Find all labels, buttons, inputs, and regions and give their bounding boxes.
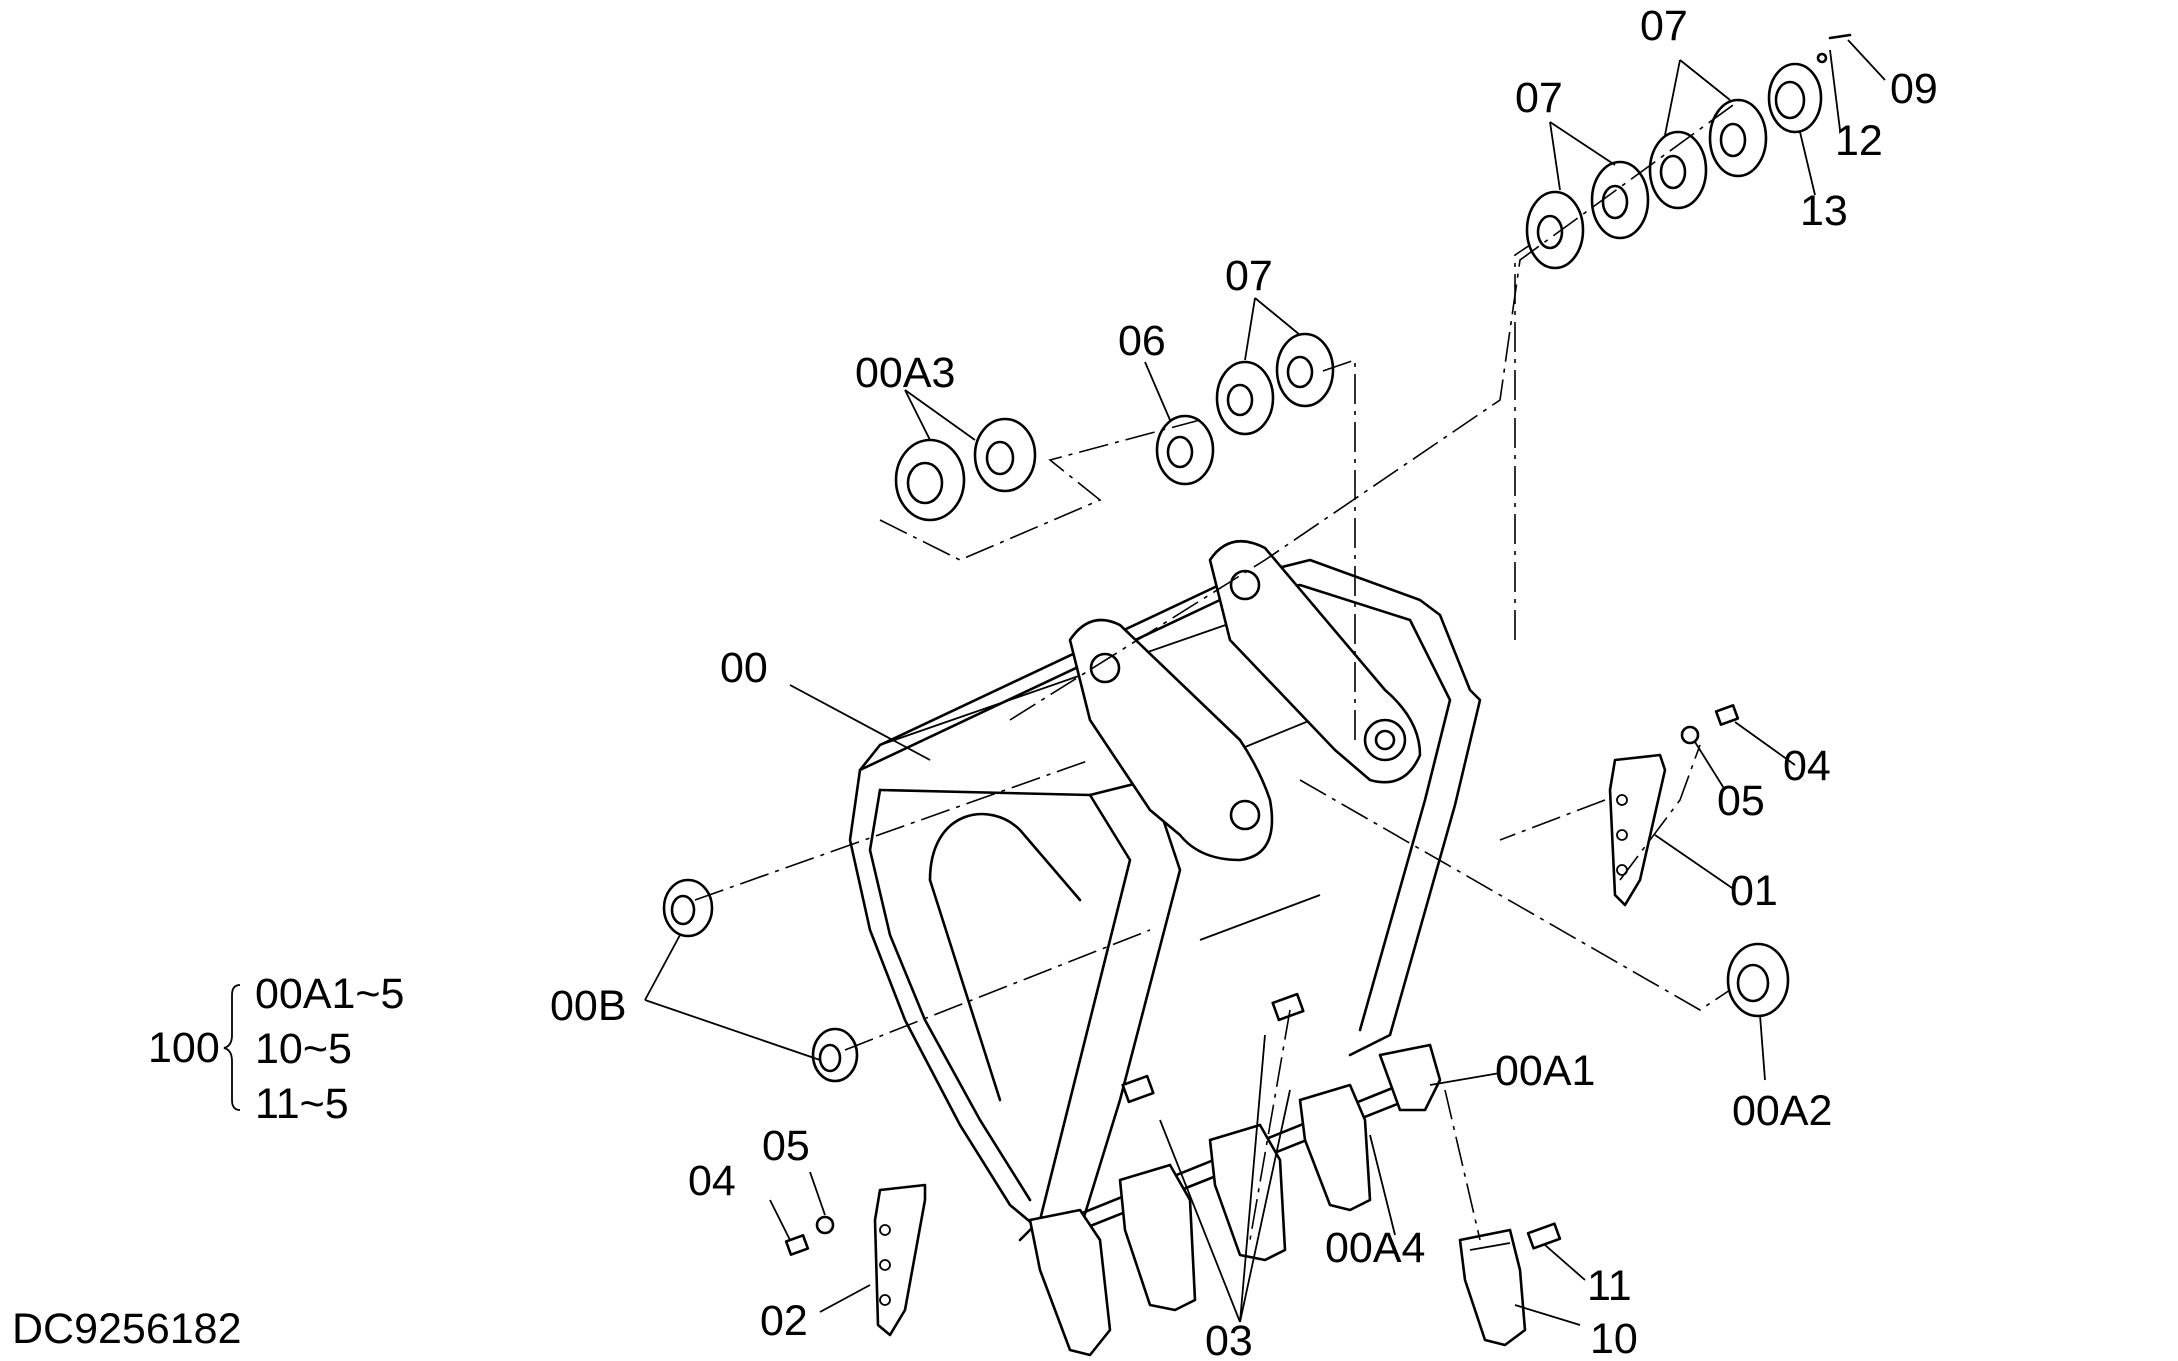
assembly-number: 100 xyxy=(148,1024,220,1072)
assembly-item-1: 00A1~5 xyxy=(255,970,404,1018)
callout-00A3: 00A3 xyxy=(855,349,955,397)
callout-11: 11 xyxy=(1587,1262,1632,1310)
bucket-body xyxy=(848,558,1482,1242)
callout-07-upper-right: 07 xyxy=(1640,2,1688,50)
side-cutter-right xyxy=(1608,753,1667,907)
callout-07-upper-left: 07 xyxy=(1515,74,1563,122)
callout-00A1: 00A1 xyxy=(1495,1047,1595,1095)
bushings-and-shims xyxy=(662,52,1828,1083)
callout-12: 12 xyxy=(1835,117,1883,165)
callout-00A4: 00A4 xyxy=(1325,1224,1425,1272)
drawing-id: DC9256182 xyxy=(12,1305,242,1353)
callout-00B: 00B xyxy=(550,982,627,1030)
bucket-teeth xyxy=(1028,1043,1527,1357)
callout-10: 10 xyxy=(1590,1315,1638,1361)
assembly-item-2: 10~5 xyxy=(255,1025,352,1073)
leader-lines xyxy=(644,39,1886,1326)
assembly-group: 100 00A1~5 10~5 11~5 xyxy=(148,970,404,1128)
callout-07-center: 07 xyxy=(1225,252,1273,300)
callout-13: 13 xyxy=(1800,187,1848,235)
callout-05-left: 05 xyxy=(762,1122,810,1170)
callout-00A2: 00A2 xyxy=(1732,1087,1832,1135)
center-lines xyxy=(694,99,1741,1241)
callout-05-right: 05 xyxy=(1717,777,1765,825)
callout-03: 03 xyxy=(1205,1317,1253,1361)
callout-04-right: 04 xyxy=(1783,742,1831,790)
side-cutter-left xyxy=(873,1183,927,1337)
callout-06: 06 xyxy=(1118,317,1166,365)
pins-and-fasteners xyxy=(784,33,1852,1256)
callout-02: 02 xyxy=(760,1297,808,1345)
assembly-brace xyxy=(223,984,241,1111)
callout-09: 09 xyxy=(1890,65,1938,113)
assembly-item-3: 11~5 xyxy=(255,1080,349,1128)
callout-00: 00 xyxy=(720,644,768,692)
boss-plates xyxy=(1068,540,1422,862)
callout-04-left: 04 xyxy=(688,1157,736,1205)
callout-01: 01 xyxy=(1730,867,1778,915)
callout-labels: 00 00A3 06 07 07 07 09 12 13 04 05 01 00… xyxy=(550,2,1938,1361)
